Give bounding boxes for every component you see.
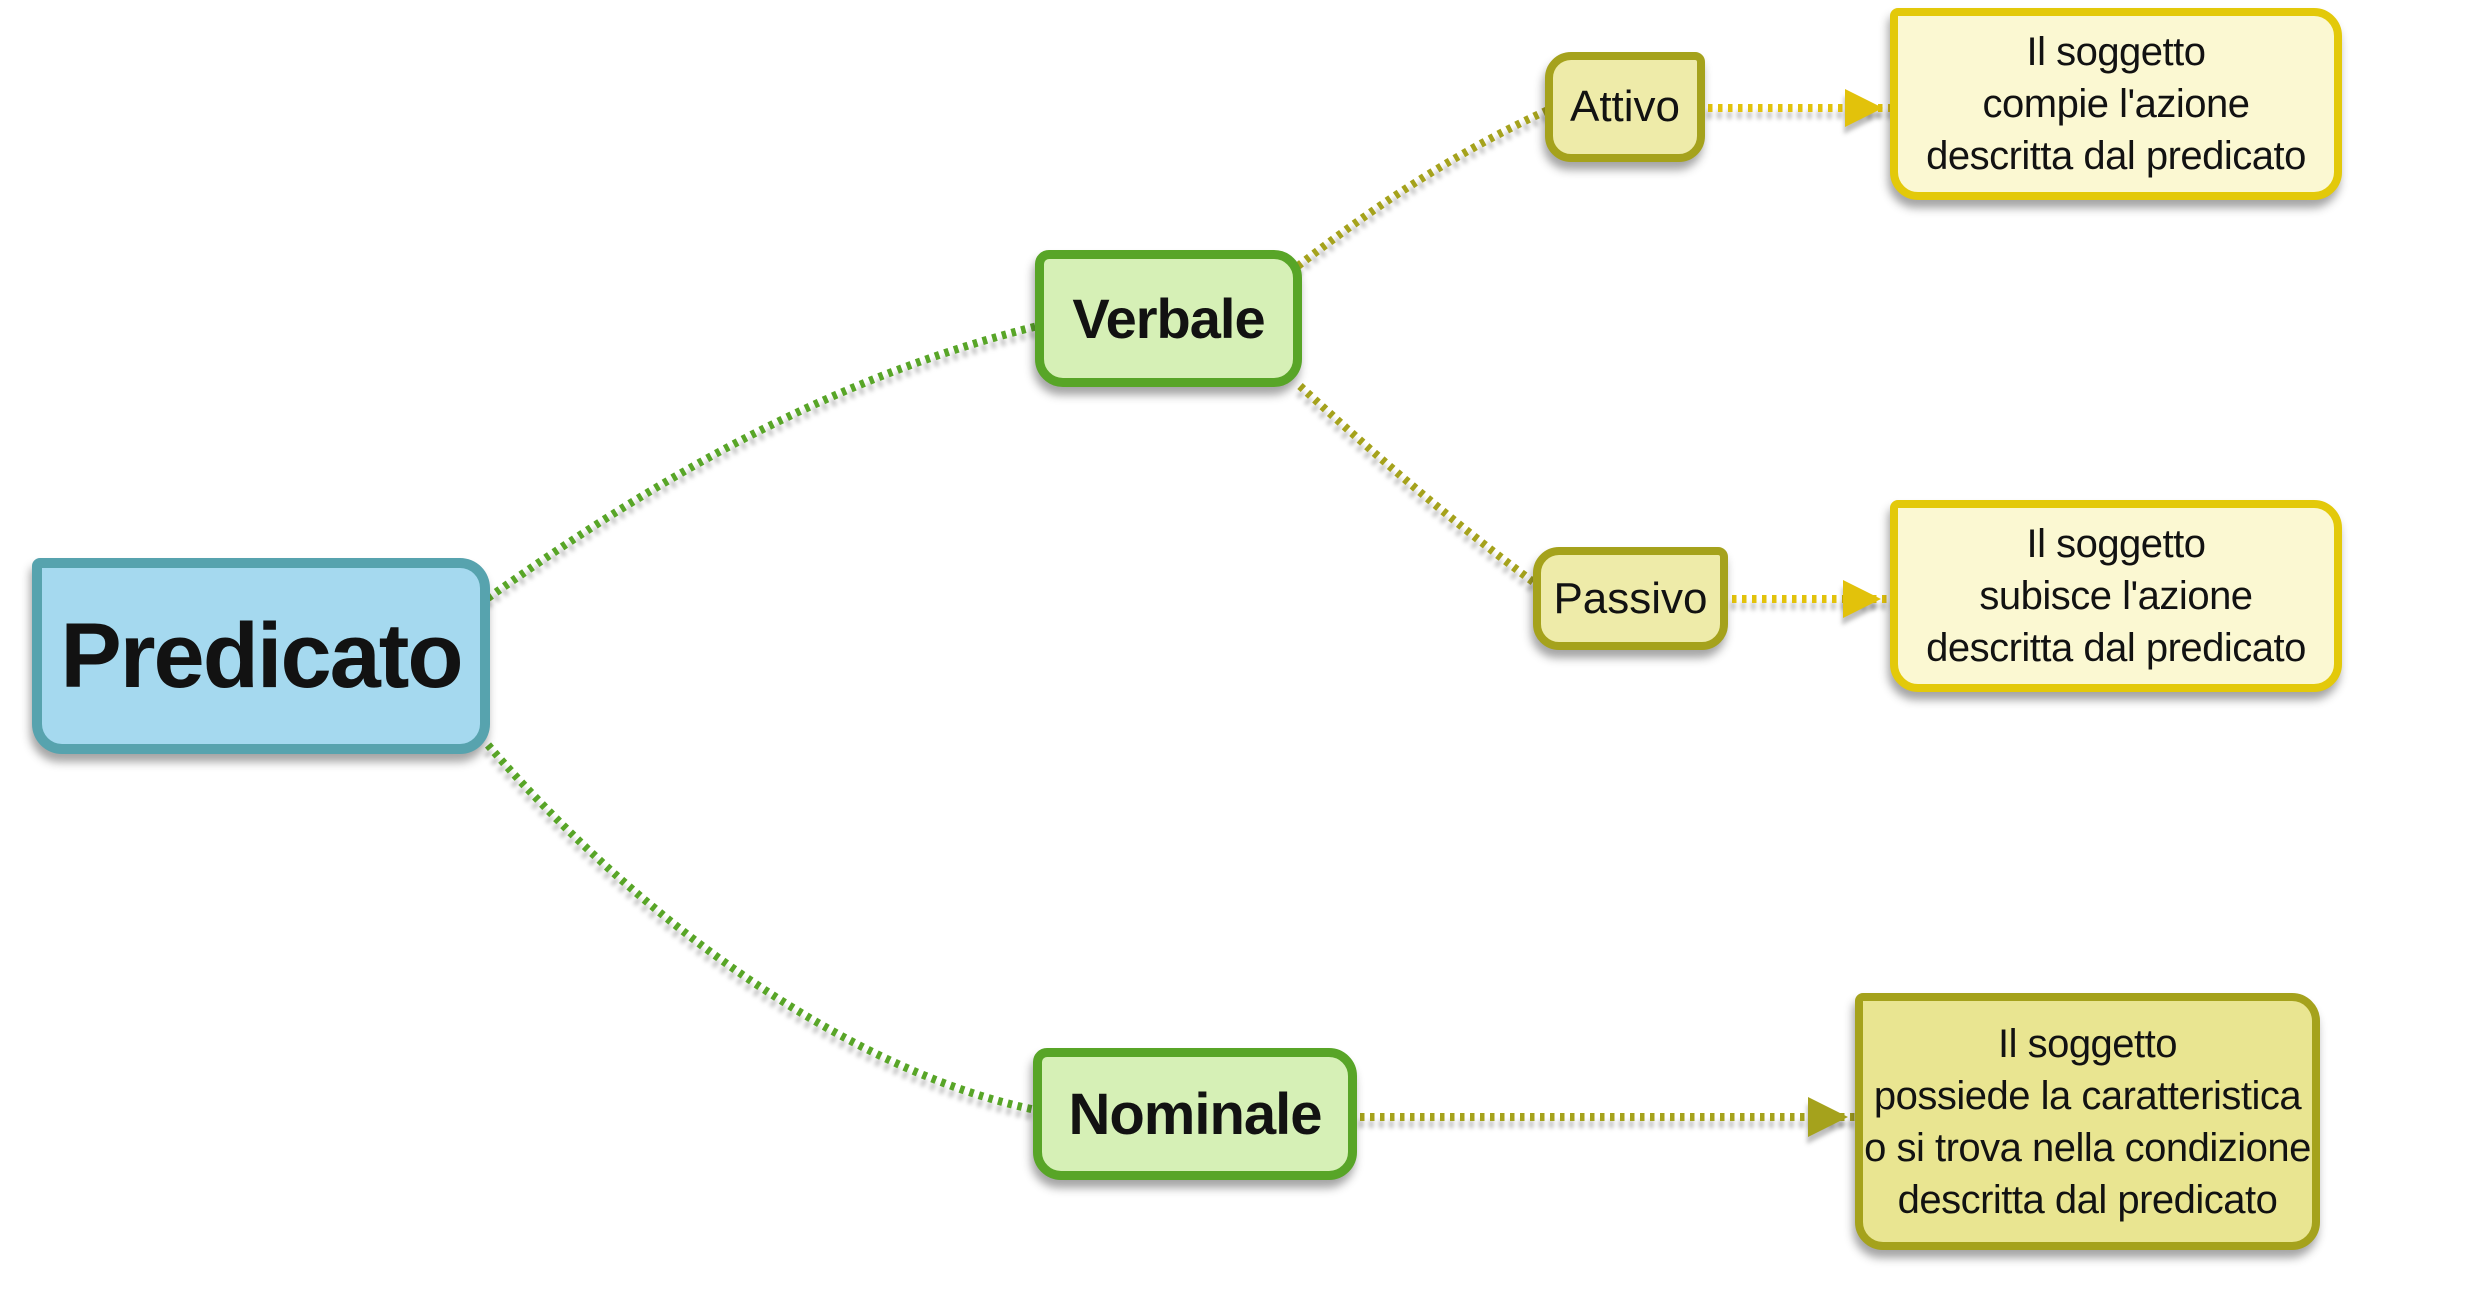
node-nominale[interactable]: Nominale [1033, 1048, 1357, 1180]
node-label: Verbale [1072, 287, 1265, 350]
node-passivo[interactable]: Passivo [1533, 547, 1728, 650]
node-label: Attivo [1569, 82, 1681, 131]
arrowhead-icon [1808, 1097, 1848, 1137]
node-attivo[interactable]: Attivo [1545, 52, 1705, 162]
note-text: Il soggetto possiede la caratteristica o… [1864, 1021, 2311, 1222]
note-text: Il soggetto compie l'azione descritta da… [1926, 30, 2306, 178]
note-attivo-description[interactable]: Il soggetto compie l'azione descritta da… [1890, 8, 2342, 200]
note-text: Il soggetto subisce l'azione descritta d… [1926, 522, 2306, 670]
node-label: Passivo [1553, 573, 1708, 623]
connector-predicato-nominale [484, 742, 1037, 1114]
arrowhead-icon [1845, 89, 1883, 127]
node-label: Predicato [60, 604, 463, 707]
note-passivo-description[interactable]: Il soggetto subisce l'azione descritta d… [1890, 500, 2342, 692]
arrowhead-icon [1843, 580, 1881, 618]
node-label: Nominale [1068, 1081, 1322, 1147]
node-verbale[interactable]: Verbale [1035, 250, 1302, 387]
note-nominale-description[interactable]: Il soggetto possiede la caratteristica o… [1855, 993, 2320, 1250]
connector-predicato-verbale [485, 322, 1039, 602]
node-predicato[interactable]: Predicato [32, 558, 490, 754]
connector-verbale-attivo [1295, 106, 1550, 270]
connector-verbale-passivo [1297, 383, 1539, 588]
